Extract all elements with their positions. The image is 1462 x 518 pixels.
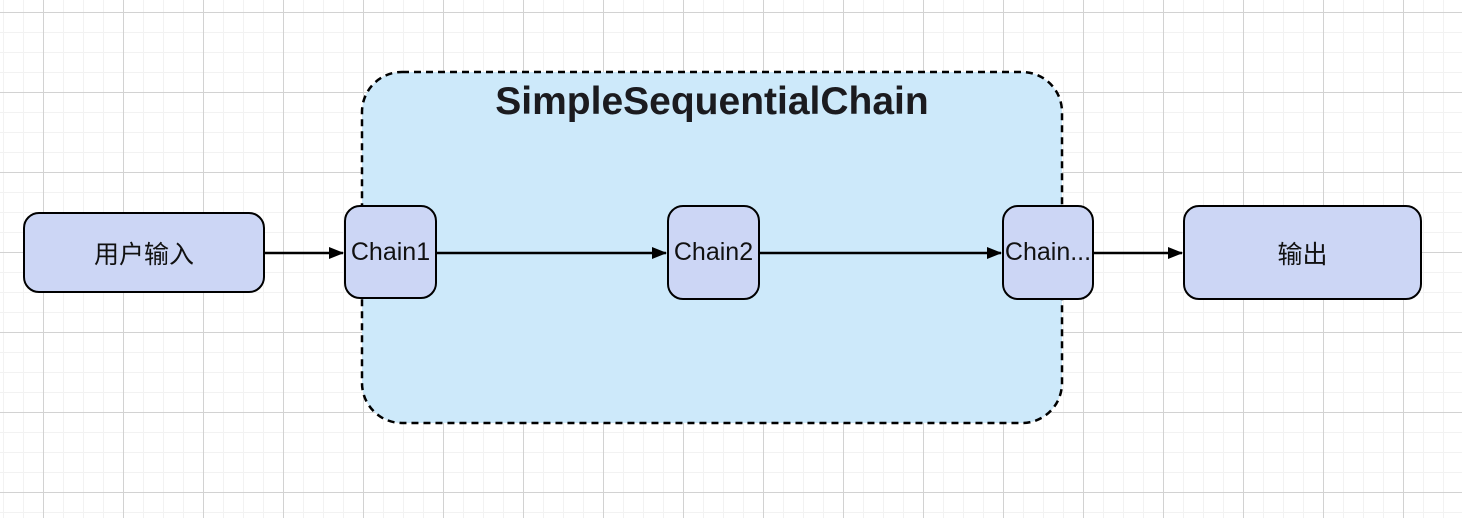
- node-chain2: Chain2: [667, 205, 760, 300]
- group-title: SimpleSequentialChain: [495, 80, 929, 123]
- node-chain-more: Chain...: [1002, 205, 1094, 300]
- node-chain1: Chain1: [344, 205, 437, 299]
- node-output: 输出: [1183, 205, 1422, 300]
- node-user-input: 用户输入: [23, 212, 265, 293]
